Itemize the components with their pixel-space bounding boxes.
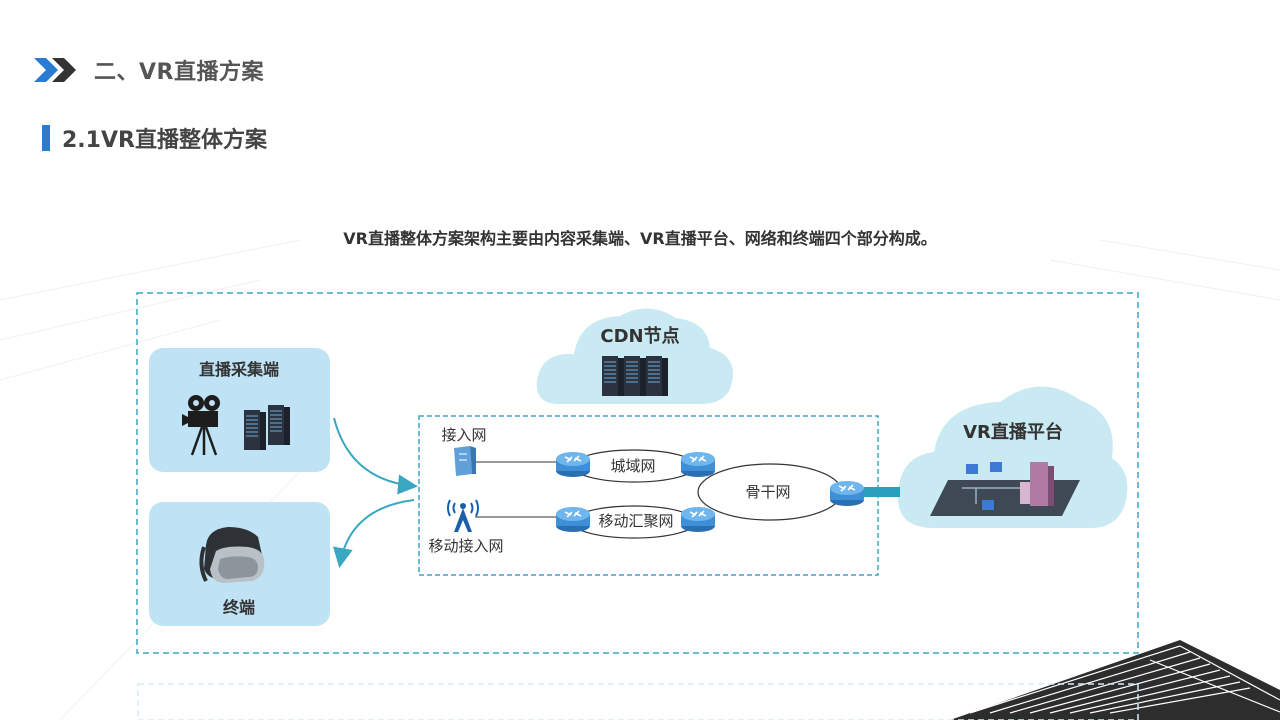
subsection-accent-bar [42, 125, 50, 151]
lan-network-icon [930, 462, 1080, 516]
router-icon [829, 480, 865, 507]
router-icon [680, 506, 716, 533]
terminal-box-title: 终端 [223, 598, 255, 617]
mobile-agg-network-label: 移动汇聚网 [598, 512, 673, 530]
double-chevron-icon [34, 58, 76, 82]
section-header: 二、VR直播方案 [34, 54, 264, 86]
intro-text: VR直播整体方案架构主要由内容采集端、VR直播平台、网络和终端四个部分构成。 [343, 229, 937, 248]
router-icon [680, 451, 716, 478]
vr-platform-title: VR直播平台 [963, 421, 1063, 443]
cell-tower-icon [447, 499, 479, 532]
vr-platform-cloud: VR直播平台 [897, 386, 1128, 528]
cdn-cloud: CDN节点 [536, 308, 734, 404]
router-icon [555, 451, 591, 478]
mobile-access-network-label: 移动接入网 [428, 537, 503, 555]
capture-box-title: 直播采集端 [199, 360, 279, 379]
backbone-network-label: 骨干网 [745, 483, 790, 501]
building-graphic [950, 640, 1280, 720]
video-camera-icon [182, 395, 220, 456]
router-icon [555, 506, 591, 533]
cdn-server-icon [601, 355, 669, 397]
metro-network-label: 城域网 [610, 457, 655, 475]
access-network-label: 接入网 [441, 426, 486, 444]
outer-frame [136, 292, 1139, 654]
terminal-box: 终端 [149, 502, 330, 626]
upload-arrow [333, 417, 418, 495]
capture-box: 直播采集端 [149, 348, 330, 472]
cdn-cloud-title: CDN节点 [600, 325, 679, 347]
subsection-header: 2.1VR直播整体方案 [42, 122, 267, 154]
platform-link [864, 487, 900, 497]
section-title: 二、VR直播方案 [94, 60, 264, 85]
access-device-icon [454, 446, 476, 476]
vr-headset-icon [199, 527, 265, 583]
download-arrow [332, 499, 415, 568]
subsection-title: 2.1VR直播整体方案 [62, 128, 267, 153]
